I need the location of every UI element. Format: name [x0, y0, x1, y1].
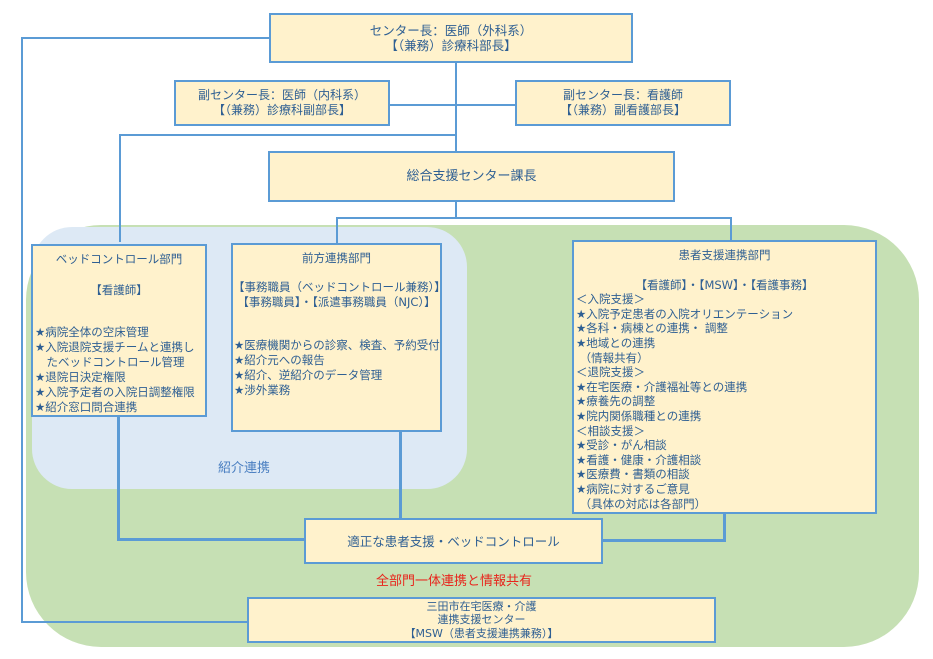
duty-item: ★看護・健康・介護相談	[576, 452, 702, 467]
section-chief-label: 総合支援センター課長	[406, 169, 537, 184]
duty-item: ★病院全体の空床管理	[35, 325, 149, 339]
connector-vice-right	[456, 104, 516, 106]
duty-item: ★在宅医療・介護福祉等との連携	[576, 379, 748, 394]
duty-item: ★入院予定患者の入院オリエンテーション	[576, 306, 794, 321]
connector-chief-horizontal	[336, 217, 732, 219]
bed-control-staff: 【看護師】	[90, 283, 148, 297]
vice-right-line-1: 副センター長：看護師	[562, 88, 683, 102]
vice-head-nurse-box: 副センター長：看護師 【（兼務）副看護部長】	[515, 80, 731, 126]
center-head-line-1: センター長：医師（外科系）	[369, 23, 533, 38]
connector-outer-left-top	[21, 37, 270, 39]
duty-item: ★医療費・書類の相談	[576, 467, 690, 482]
goal-box: 適正な患者支援・ベッドコントロール	[304, 518, 603, 564]
bed-control-dept-box: ベッドコントロール部門 【看護師】 ★病院全体の空床管理 ★入院退院支援チームと…	[31, 244, 207, 417]
duty-item: ★各科・病棟との連携・ 調整	[576, 321, 728, 336]
forward-title: 前方連携部門	[302, 251, 371, 265]
goal-label: 適正な患者支援・ベッドコントロール	[347, 533, 560, 549]
vice-left-line-1: 副センター長：医師（内科系）	[197, 88, 366, 102]
connector-outer-left-vertical	[21, 37, 23, 623]
duty-item: ★紹介元への報告	[234, 353, 325, 367]
patient-support-staff: 【看護師】・【MSW】・【看護事務】	[635, 277, 814, 292]
vice-head-physician-box: 副センター長：医師（内科系） 【（兼務）診療科副部長】	[174, 80, 390, 126]
connector-bed-to-goal-h	[117, 538, 305, 541]
forward-staff-1: 【事務職員（ベッドコントロール兼務）】	[233, 280, 446, 294]
center-head-box: センター長：医師（外科系） 【（兼務）診療科部長】	[269, 13, 633, 63]
connector-forward-to-goal	[399, 431, 402, 521]
duty-item: ★渉外業務	[234, 383, 291, 397]
city-center-line-2: 連携支援センター	[437, 613, 526, 627]
vice-left-line-2: 【（兼務）診療科副部長】	[212, 103, 351, 117]
duty-item: ★地域との連携	[576, 335, 656, 350]
patient-support-duties: ＜入院支援＞ ★入院予定患者の入院オリエンテーション ★各科・病棟との連携・ 調…	[574, 292, 875, 511]
city-center-line-1: 三田市在宅医療・介護	[426, 599, 537, 613]
city-center-line-3: 【MSW（患者支援連携兼務）】	[404, 626, 559, 640]
duty-item: ★紹介、逆紹介のデータ管理	[234, 368, 383, 382]
forward-staff-2: 【事務職員】・【派遣事務職員（NJC）】	[237, 295, 436, 309]
integration-banner: 全部門一体連携と情報共有	[376, 574, 533, 589]
connector-bed-to-goal-v	[117, 416, 120, 540]
duty-item: ★病院に対するご意見	[576, 481, 690, 496]
duty-item: ★入院退院支援チームと連携し	[35, 340, 195, 354]
category-heading: ＜相談支援＞	[576, 423, 645, 438]
bed-control-duties: ★病院全体の空床管理 ★入院退院支援チームと連携し たベッドコントロール管理 ★…	[33, 325, 205, 415]
center-head-line-2: 【（兼務）診療科部長】	[385, 38, 517, 53]
patient-support-title: 患者支援連携部門	[678, 248, 771, 262]
section-chief-box: 総合支援センター課長	[268, 151, 675, 202]
duty-item: ★院内関係職種との連携	[576, 408, 702, 423]
duty-item: ★入院予定者の入院日調整権限	[35, 385, 195, 399]
connector-head-down	[455, 62, 457, 152]
forward-dept-box: 前方連携部門 【事務職員（ベッドコントロール兼務）】 【事務職員】・【派遣事務職…	[231, 243, 446, 432]
duty-item: ★紹介窓口問合連携	[35, 400, 138, 414]
connector-patient-to-goal-v	[723, 512, 726, 542]
duty-item: ★受診・がん相談	[576, 438, 667, 453]
duty-item: ★療養先の調整	[576, 394, 656, 409]
connector-to-patient	[730, 217, 732, 241]
referral-zone-label: 紹介連携	[218, 461, 271, 476]
connector-to-bed-vertical	[119, 134, 121, 242]
forward-duties: ★医療機関からの診察、検査、予約受付 ★紹介元への報告 ★紹介、逆紹介のデータ管…	[233, 338, 440, 398]
duty-item: （具体の対応は各部門）	[576, 496, 707, 511]
connector-outer-left-bottom	[21, 621, 247, 623]
connector-chief-down	[455, 200, 457, 218]
category-heading: ＜退院支援＞	[576, 365, 645, 380]
vice-right-line-2: 【（兼務）副看護部長】	[559, 103, 686, 117]
connector-vice-left	[390, 104, 456, 106]
connector-to-bed-horizontal	[119, 134, 457, 136]
duty-item: たベッドコントロール管理	[35, 355, 185, 369]
bed-control-title: ベッドコントロール部門	[55, 252, 183, 266]
duty-item: ★退院日決定権限	[35, 370, 126, 384]
connector-to-forward	[336, 217, 338, 244]
city-center-box: 三田市在宅医療・介護 連携支援センター 【MSW（患者支援連携兼務）】	[247, 597, 716, 643]
duty-item: ★医療機関からの診察、検査、予約受付	[234, 338, 440, 352]
patient-support-dept-box: 患者支援連携部門 【看護師】・【MSW】・【看護事務】 ＜入院支援＞ ★入院予定…	[572, 240, 877, 514]
duty-item: （情報共有）	[576, 350, 649, 365]
category-heading: ＜入院支援＞	[576, 292, 645, 307]
connector-patient-to-goal-h	[600, 539, 726, 542]
